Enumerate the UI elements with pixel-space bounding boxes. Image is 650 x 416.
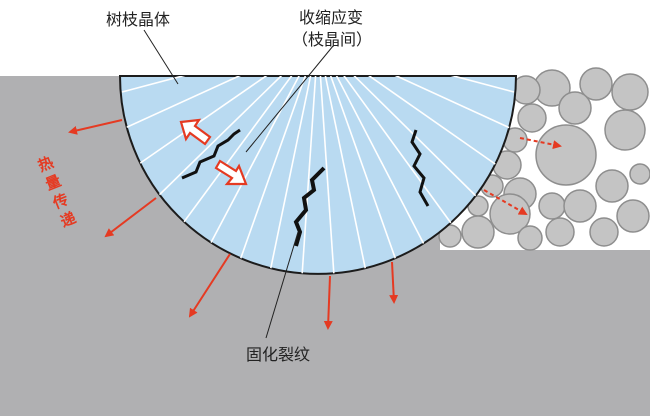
powder-particle [563,189,597,223]
dendrite-line [269,76,319,273]
dendrite-line [317,76,499,167]
heat-arrow-dashed [483,189,528,215]
powder-particle [558,91,592,125]
strain-leader-line [245,45,334,153]
powder-particle [535,124,597,186]
heat-arrow [389,261,399,304]
powder-particle [517,225,543,251]
crack-leader-line [265,231,299,339]
dendrite-line [153,76,319,201]
dendrite-lines [121,76,515,274]
dendrite-line [317,76,399,267]
shrinkage-strain-label: 收缩应变 [299,8,364,27]
powder-particle [595,169,629,203]
dendrite-line [317,76,367,273]
powder-particle [489,193,531,235]
powder-particle [438,224,462,248]
solidification-cracks [181,128,430,247]
powder-particle [616,199,650,233]
heat-arrow [323,275,333,330]
powder-particle [629,163,650,185]
strain-arrow-up-icon [179,118,212,146]
dendrite-line [317,76,511,129]
interdendritic-label: （枝晶间） [292,30,373,49]
dendrite-line [124,76,319,129]
powder-particle [461,215,495,249]
dendrite-line [135,76,319,167]
powder-particle [579,67,613,101]
powder-particle [604,109,646,151]
dendrite-line [317,76,515,93]
dendrite-line [301,76,319,274]
powder-particle [611,73,649,111]
solidification-crack-label: 固化裂纹 [246,345,311,364]
powder-particle [538,192,566,220]
powder-particle [545,217,575,247]
heat-arrow [68,119,123,135]
crack-upper-left [181,128,241,180]
dendrite-line [237,76,319,267]
crack-right [410,129,430,207]
heat-arrows [68,119,562,330]
dendrite-line [317,76,335,274]
dendrite-line [121,76,319,93]
dendrite-leader-line [143,29,179,85]
dendrite-line [317,76,457,231]
strain-arrows [179,118,248,186]
heat-arrow [104,197,157,238]
leader-lines [143,29,334,339]
dendrite-line [317,76,481,201]
dendrite-line [205,76,319,253]
powder-particle [517,103,547,133]
powder-particle [589,217,619,247]
strain-arrow-down-icon [214,159,248,186]
dendrite-line [317,76,429,253]
heat-arrow [188,253,231,318]
crack-center [293,166,326,247]
dendrite-label: 树枝晶体 [106,10,171,29]
dendrite-line [177,76,319,231]
